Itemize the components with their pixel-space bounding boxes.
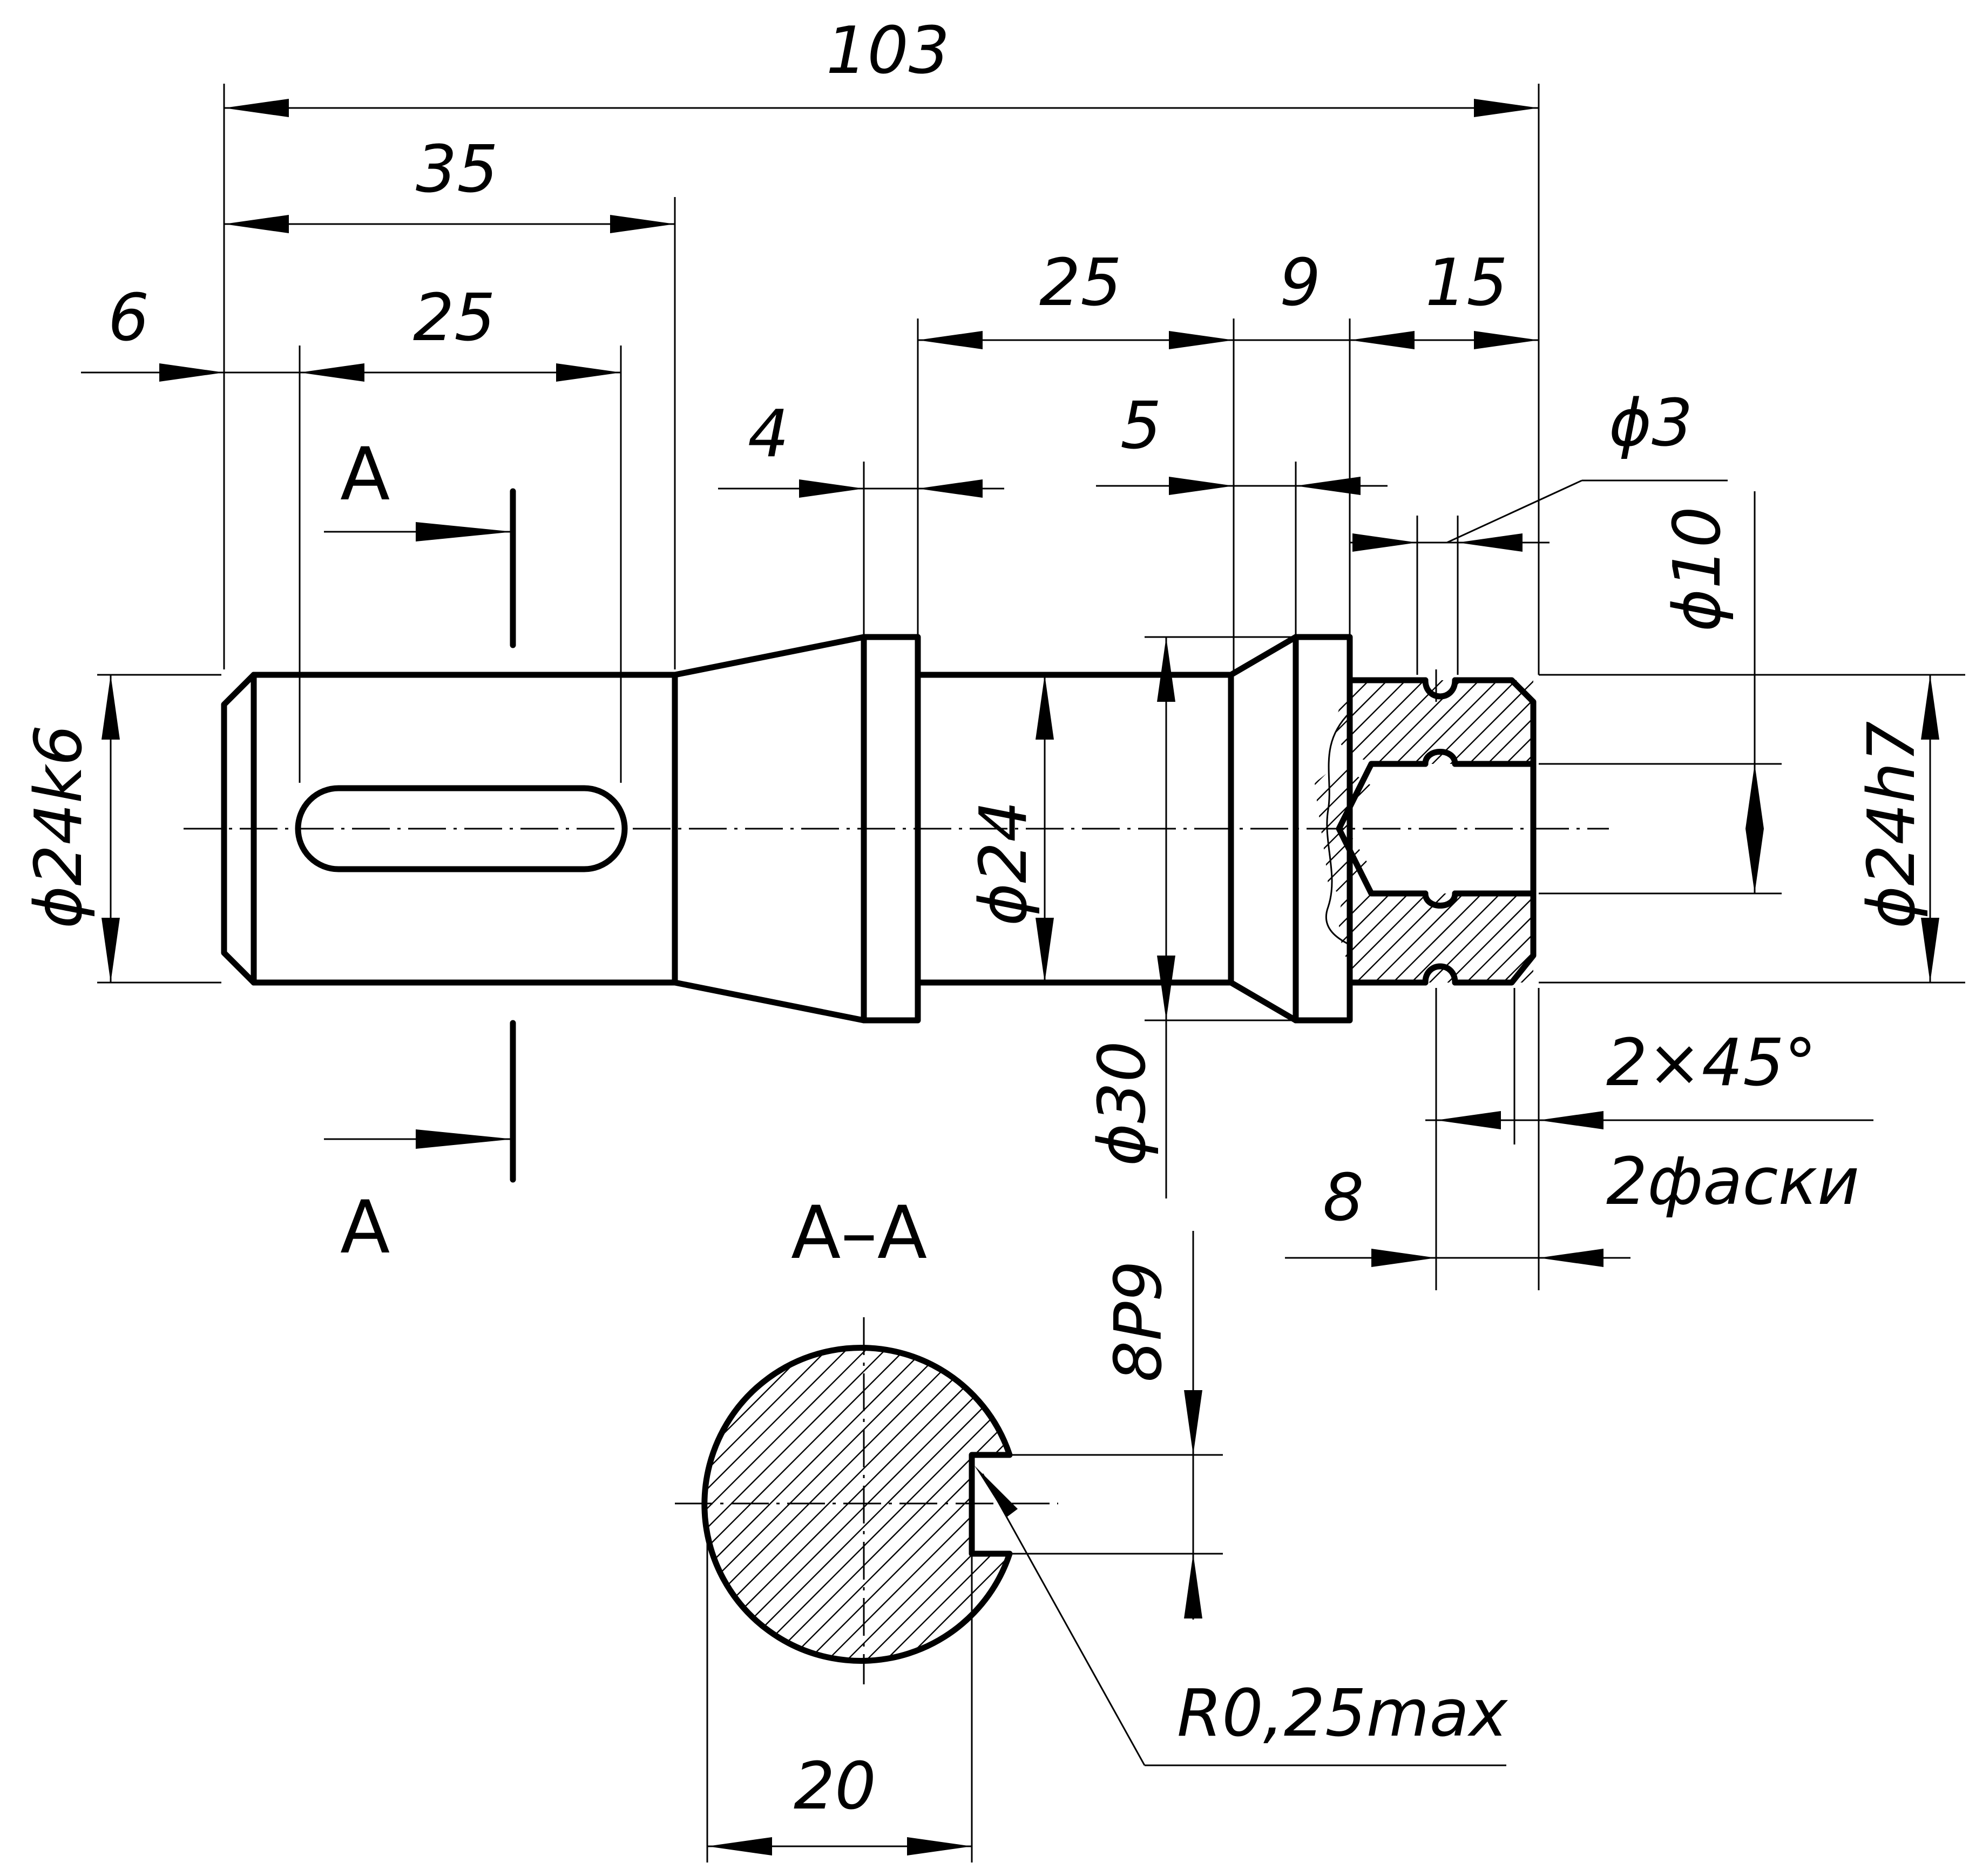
- center-lines: [184, 669, 1609, 1684]
- hatch-line: [704, 1347, 955, 1661]
- hatch-line: [1315, 764, 1362, 893]
- hatch-line: [704, 1347, 722, 1661]
- break-line: [1325, 712, 1351, 946]
- shoulder-collar: [861, 634, 921, 1024]
- dim-end-length: 15: [1425, 246, 1508, 321]
- hatch-line: [1315, 764, 1371, 893]
- hatch-line: [1336, 680, 1381, 764]
- hatch-line: [741, 1347, 1010, 1661]
- dim-section-width: 20: [794, 1749, 876, 1824]
- hatch-line: [1338, 893, 1436, 983]
- flange: [1293, 634, 1353, 1024]
- end-journal: [1347, 661, 1537, 986]
- dim-chamfer: 2×45°: [1606, 1026, 1817, 1101]
- hatch-line: [1345, 893, 1454, 983]
- hatch-line: [1473, 893, 1533, 983]
- hatch-line: [1442, 680, 1533, 764]
- cut-label-bottom: A: [340, 1185, 390, 1270]
- hatch-line: [1338, 893, 1399, 983]
- hatch-line: [1336, 680, 1344, 764]
- dim-shoulder-diameter: ϕ30: [1085, 1041, 1160, 1166]
- hatch-line: [1497, 680, 1533, 764]
- hatch-line: [1455, 893, 1533, 983]
- cut-arrow-top: [416, 522, 513, 541]
- dim-groove-length: 8: [1323, 1161, 1364, 1236]
- hatch-line: [1315, 764, 1371, 893]
- hatch-line: [704, 1347, 897, 1661]
- hatch-line: [704, 1347, 916, 1661]
- hatch-line: [704, 1347, 819, 1661]
- hatch-line: [1460, 680, 1533, 764]
- section-labels: A A A–A: [340, 432, 927, 1275]
- central-bore: [1336, 761, 1537, 897]
- dim-hole-diameter: ϕ3: [1609, 386, 1693, 461]
- hatch-line: [1338, 893, 1362, 983]
- dim-middle-length: 25: [1039, 246, 1122, 321]
- hatch-line: [1336, 680, 1417, 764]
- hatch-line: [1405, 680, 1509, 764]
- groove-top: [1422, 677, 1458, 767]
- hatch-line: [1418, 893, 1527, 983]
- cut-arrow-bottom: [416, 1129, 513, 1149]
- hatch-line: [1222, 669, 1325, 772]
- hatch-line: [704, 1347, 780, 1661]
- hatch-line: [761, 1347, 1010, 1661]
- dim-fillet-radius: R0,25max: [1177, 1676, 1508, 1751]
- dim-middle-diameter: ϕ24: [966, 801, 1041, 926]
- hatch-line: [1382, 893, 1491, 983]
- hatch-line: [1338, 893, 1417, 983]
- hatch-line: [858, 1347, 1010, 1661]
- section-outline: [701, 1345, 1013, 1664]
- dim-key-width: 8P9: [1101, 1261, 1176, 1382]
- dim-flange-width: 9: [1280, 246, 1321, 321]
- hatch-line: [1534, 669, 1637, 772]
- hatch-line: [1199, 885, 1307, 993]
- hatch-line: [704, 1347, 838, 1661]
- hatch-line: [1204, 669, 1307, 772]
- dim-groove-offset: 5: [1120, 389, 1161, 464]
- hatch-line: [897, 1347, 1010, 1661]
- cut-label-top: A: [340, 432, 390, 517]
- extension-lines: [97, 84, 1965, 1863]
- dimension-labels: 103 35 6 25 4 25 5 9 15 ϕ3 ϕ10 ϕ24k6 ϕ24…: [22, 13, 1930, 1824]
- dim-left-diameter: ϕ24k6: [22, 724, 97, 929]
- hatch-line: [1338, 893, 1381, 983]
- hatch-line: [704, 1347, 858, 1661]
- dimension-lines: [81, 99, 1939, 1855]
- hatch-line: [704, 1347, 877, 1661]
- dim-keyway-offset: 6: [108, 281, 149, 356]
- hatch-line: [1387, 680, 1491, 764]
- hatch-line: [780, 1347, 1010, 1661]
- hatch-line: [373, 1339, 702, 1668]
- cutting-plane: [324, 488, 516, 1183]
- keyway-slot: [295, 785, 628, 872]
- hatch-line: [1492, 893, 1533, 983]
- hatch-line: [1315, 764, 1344, 893]
- hatch-line: [704, 1347, 994, 1661]
- dim-shoulder-width: 4: [748, 397, 789, 472]
- groove-bottom: [1422, 890, 1458, 986]
- middle-journal: [915, 672, 1234, 986]
- hatch-line: [1400, 893, 1509, 983]
- shaft-outline: [221, 634, 1537, 1024]
- hatch-line: [1315, 764, 1371, 893]
- hatch-line: [1338, 893, 1344, 983]
- hatch-line: [1424, 680, 1527, 764]
- hatch-line: [800, 1347, 1010, 1661]
- hatch-line: [877, 1347, 1010, 1661]
- hatch-line: [1350, 680, 1454, 764]
- dim-bore-diameter: ϕ10: [1660, 506, 1735, 632]
- hatch-line: [1528, 893, 1533, 983]
- dim-keyway-length: 25: [413, 281, 496, 356]
- dim-overall-length: 103: [826, 13, 950, 89]
- dim-right-diameter: ϕ24h7: [1855, 721, 1930, 929]
- hatch-line: [704, 1347, 975, 1661]
- dim-chamfer-note: 2фаски: [1606, 1144, 1859, 1220]
- section-view-title: A–A: [791, 1190, 927, 1275]
- hatch-line: [704, 1347, 936, 1661]
- hatch-line: [1510, 893, 1533, 983]
- dim-left-segment: 35: [416, 132, 498, 207]
